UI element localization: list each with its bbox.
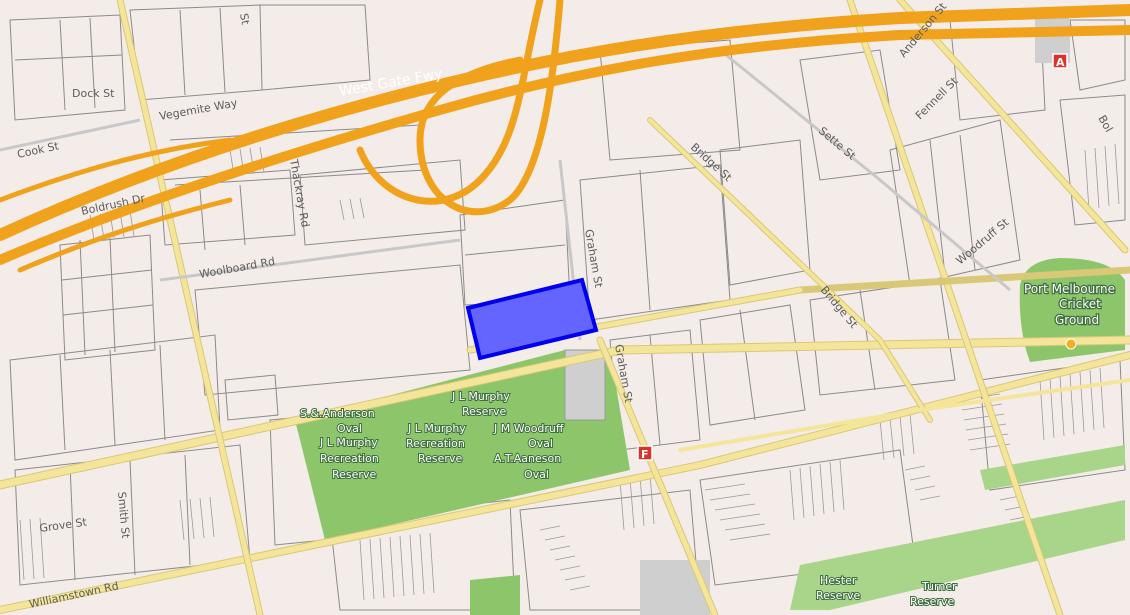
place-label-sanderson-2: Oval (337, 422, 362, 435)
west-gate-freeway (0, 0, 1130, 273)
place-label-sanderson-1: S.&.Anderson (300, 407, 375, 420)
highlighted-parcel[interactable] (465, 277, 599, 361)
marker-f-icon[interactable]: F (637, 445, 653, 461)
place-label-jl-rec-mid-2: Recreation (406, 437, 465, 450)
cricket-ground-pin-icon[interactable] (1065, 338, 1077, 350)
place-label-port-melbourne-3: Ground (1055, 313, 1099, 327)
port-melbourne-cricket-ground (1019, 258, 1125, 362)
grey-block-south (640, 560, 710, 615)
place-label-jl-reserve-1: J L Murphy (451, 390, 510, 403)
jl-murphy-park (295, 350, 630, 540)
place-label-jl-rec-left-3: Reserve (332, 468, 376, 481)
place-label-jl-rec-mid-1: J L Murphy (407, 422, 466, 435)
sw-green-strip (470, 575, 520, 615)
place-label-jl-rec-left-2: Recreation (320, 452, 379, 465)
place-label-hester-2: Reserve (816, 589, 860, 602)
marker-a-label: A (1056, 56, 1065, 69)
place-label-at-aaneson-2: Oval (524, 468, 549, 481)
place-label-jl-reserve-2: Reserve (462, 405, 506, 418)
place-label-hester-1: Hester (820, 574, 857, 587)
place-label-jl-rec-mid-3: Reserve (418, 452, 462, 465)
map-markers[interactable]: A F (637, 53, 1077, 461)
place-label-at-aaneson-1: A.T.Aaneson (494, 452, 561, 465)
place-labels: Port Melbourne Cricket Ground S.&.Anders… (299, 281, 1116, 609)
marker-a-icon[interactable]: A (1052, 53, 1068, 69)
place-label-jl-rec-left-1: J L Murphy (319, 436, 378, 449)
place-label-port-melbourne-2: Cricket (1059, 297, 1101, 311)
place-label-jm-woodruff-2: Oval (528, 437, 553, 450)
place-label-turner-1: Turner (921, 580, 957, 593)
street-label-st-partial: St (237, 12, 252, 26)
hester-reserve-park (790, 500, 1125, 610)
marker-f-label: F (641, 448, 649, 461)
place-label-turner-2: Reserve (910, 595, 954, 608)
street-label-dock-st: Dock St (72, 87, 115, 100)
place-label-port-melbourne-1: Port Melbourne (1024, 282, 1115, 296)
place-label-jm-woodruff-1: J M Woodruff (493, 422, 564, 435)
street-label-smith-st: Smith St (115, 491, 132, 539)
